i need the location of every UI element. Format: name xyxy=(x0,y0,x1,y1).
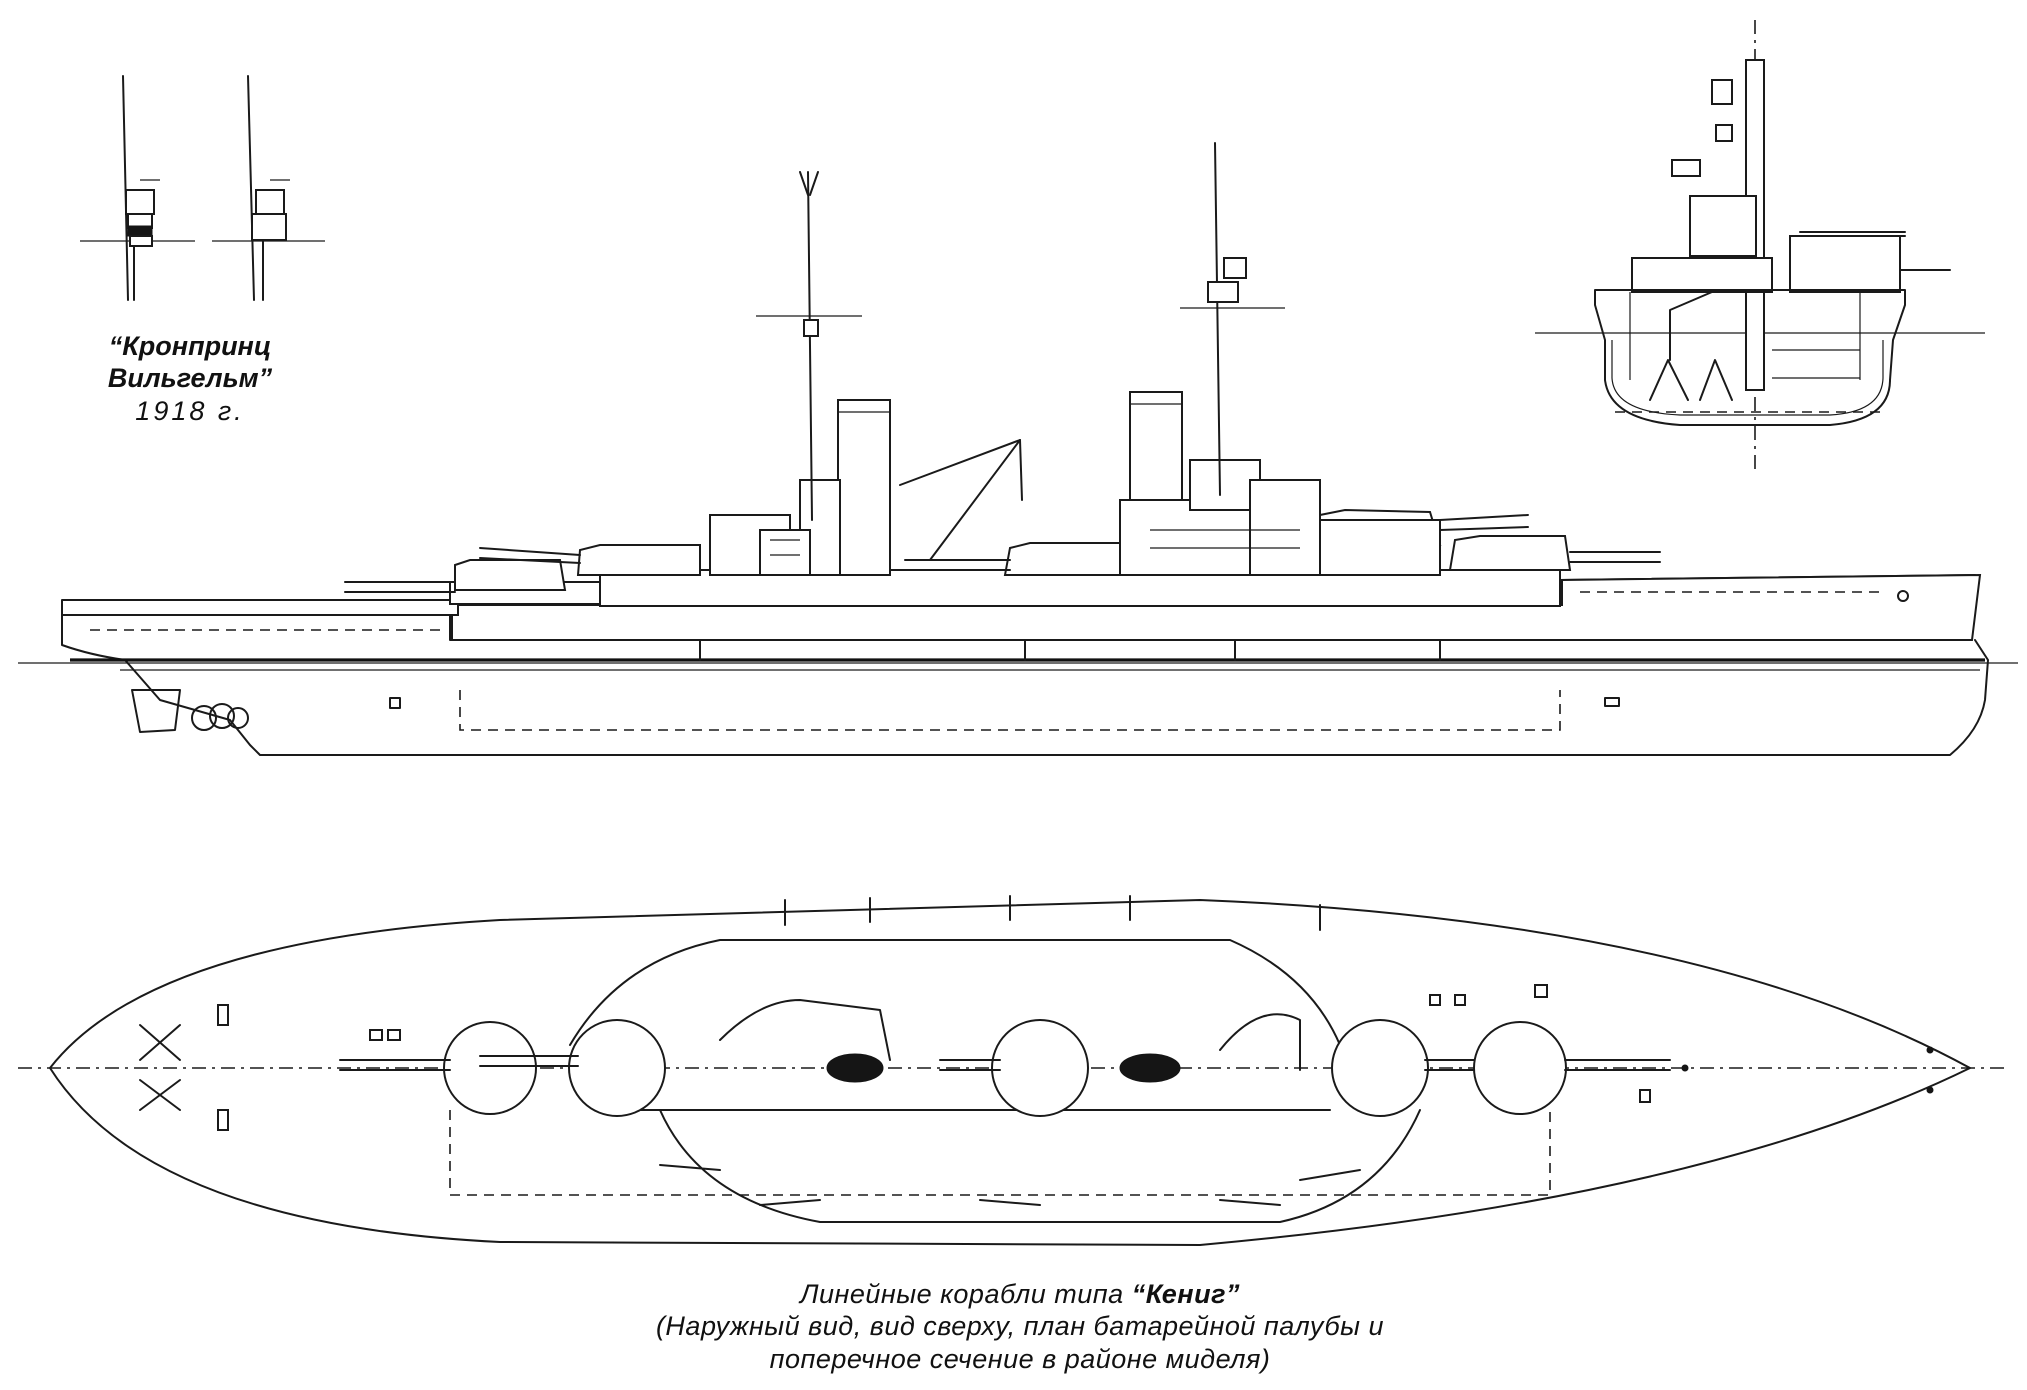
side-elevation-view xyxy=(18,143,2018,755)
mast-variant-right xyxy=(212,76,325,300)
mast-variant-left xyxy=(80,76,195,300)
midship-cross-section xyxy=(1535,20,1985,470)
turret-d-plan xyxy=(1332,1020,1490,1116)
caption-line1: Линейные корабли типа “Кениг” xyxy=(440,1278,1600,1310)
caption-prefix: Линейные корабли типа xyxy=(800,1279,1132,1309)
caption-line3: поперечное сечение в районе миделя) xyxy=(769,1343,1271,1374)
top-plan-view xyxy=(18,896,2008,1245)
inset-ship-name-line2: Вильгельм” xyxy=(107,363,273,394)
turret-b-profile xyxy=(480,545,700,575)
turret-a-profile xyxy=(345,560,565,592)
turret-c-plan xyxy=(940,1020,1088,1116)
turret-e-profile xyxy=(1450,536,1660,570)
turret-a-plan xyxy=(340,1022,536,1114)
caption-ship-class: “Кениг” xyxy=(1131,1279,1240,1309)
caption-line2: (Наружный вид, вид сверху, план батарейн… xyxy=(655,1311,1385,1342)
figure-caption: Линейные корабли типа “Кениг” (Наружный … xyxy=(440,1278,1600,1375)
turret-b-plan xyxy=(480,1020,665,1116)
turret-e-plan xyxy=(1474,1022,1670,1114)
mast-variant-inset xyxy=(80,76,325,300)
inset-ship-label: “Кронпринц Вильгельм” 1918 г. xyxy=(70,330,310,427)
inset-year: 1918 г. xyxy=(135,395,245,426)
inset-ship-name-line1: “Кронпринц xyxy=(108,331,272,361)
turret-c-profile xyxy=(905,543,1125,575)
